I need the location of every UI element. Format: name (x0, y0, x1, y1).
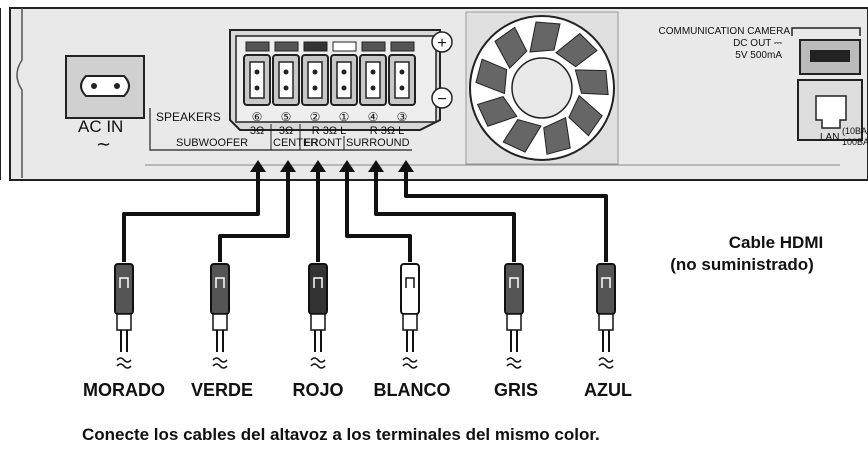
fan-blade (475, 58, 508, 95)
label-rojo: ROJO (292, 380, 343, 400)
tab-verde (274, 41, 299, 52)
instruction-text: Conecte los cables del altavoz a los ter… (82, 425, 600, 444)
wire-arrows (250, 160, 414, 172)
fan-blade (543, 116, 571, 155)
tab-gris (361, 41, 386, 52)
lan-spec-2: 100BAS (842, 137, 868, 147)
connector-plug-rojo (308, 263, 328, 369)
group-surround: SURROUND (346, 137, 410, 149)
cable-note-line1: Cable HDMI (729, 233, 823, 252)
tab-rojo (303, 41, 328, 52)
impedance-surround: R 3Ω L (370, 125, 405, 137)
tab-blanco (332, 41, 357, 52)
connector-plug-gris (504, 263, 524, 369)
fan-blade (494, 26, 528, 69)
minus-icon (431, 87, 453, 109)
ac-wave-symbol: ∼ (96, 134, 111, 154)
impedance-front: R 3Ω L (312, 125, 347, 137)
terminal-number-4: ④ (368, 110, 379, 124)
connector-plug-blanco (400, 263, 420, 369)
ac-inlet (65, 55, 145, 119)
terminal-number-2: ② (310, 110, 321, 124)
label-blanco: BLANCO (374, 380, 451, 400)
connector-plugs (114, 263, 616, 369)
group-front: FRONT (304, 137, 342, 149)
fan-blade (476, 96, 518, 127)
label-azul: AZUL (584, 380, 632, 400)
label-verde: VERDE (191, 380, 253, 400)
group-subwoofer: SUBWOOFER (176, 137, 248, 149)
lan-spec-1: (10BAS (842, 126, 868, 136)
plus-icon (431, 31, 453, 53)
label-gris: GRIS (494, 380, 538, 400)
minus-symbol: − (437, 91, 446, 108)
cable-note-line2: (no suministrado) (670, 255, 814, 274)
fan-blade (555, 32, 598, 68)
tab-azul (390, 41, 415, 52)
speakers-label: SPEAKERS (156, 110, 221, 124)
group-center: CENTER (273, 137, 318, 149)
speaker-wires (122, 168, 608, 262)
comm-camera-label: COMMUNICATION CAMERA (659, 26, 791, 37)
tab-morado (245, 41, 270, 52)
cooling-fan (465, 11, 619, 165)
terminal-number-6: ⑥ (252, 110, 263, 124)
connector-plug-azul (596, 263, 616, 369)
impedance-subwoofer: 3Ω (250, 125, 264, 137)
connector-plug-morado (114, 263, 134, 369)
terminal-number-1: ① (339, 110, 350, 124)
impedance-center: 3Ω (279, 125, 293, 137)
terminal-number-3: ③ (397, 110, 408, 124)
label-morado: MORADO (83, 380, 165, 400)
plus-symbol: + (437, 35, 446, 52)
lan-label: LAN (820, 132, 839, 143)
speaker-terminal-block (229, 29, 441, 131)
terminal-number-5: ⑤ (281, 110, 292, 124)
fan-blade (502, 119, 542, 153)
ac-in-label: AC IN (78, 117, 123, 136)
fan-blade (574, 69, 609, 96)
dc-out-label: DC OUT ⎓ (733, 38, 782, 49)
fan-blade (529, 21, 561, 53)
connector-plug-verde (210, 263, 230, 369)
dc-rating-label: 5V 500mA (735, 50, 782, 61)
fan-blade (568, 94, 603, 137)
